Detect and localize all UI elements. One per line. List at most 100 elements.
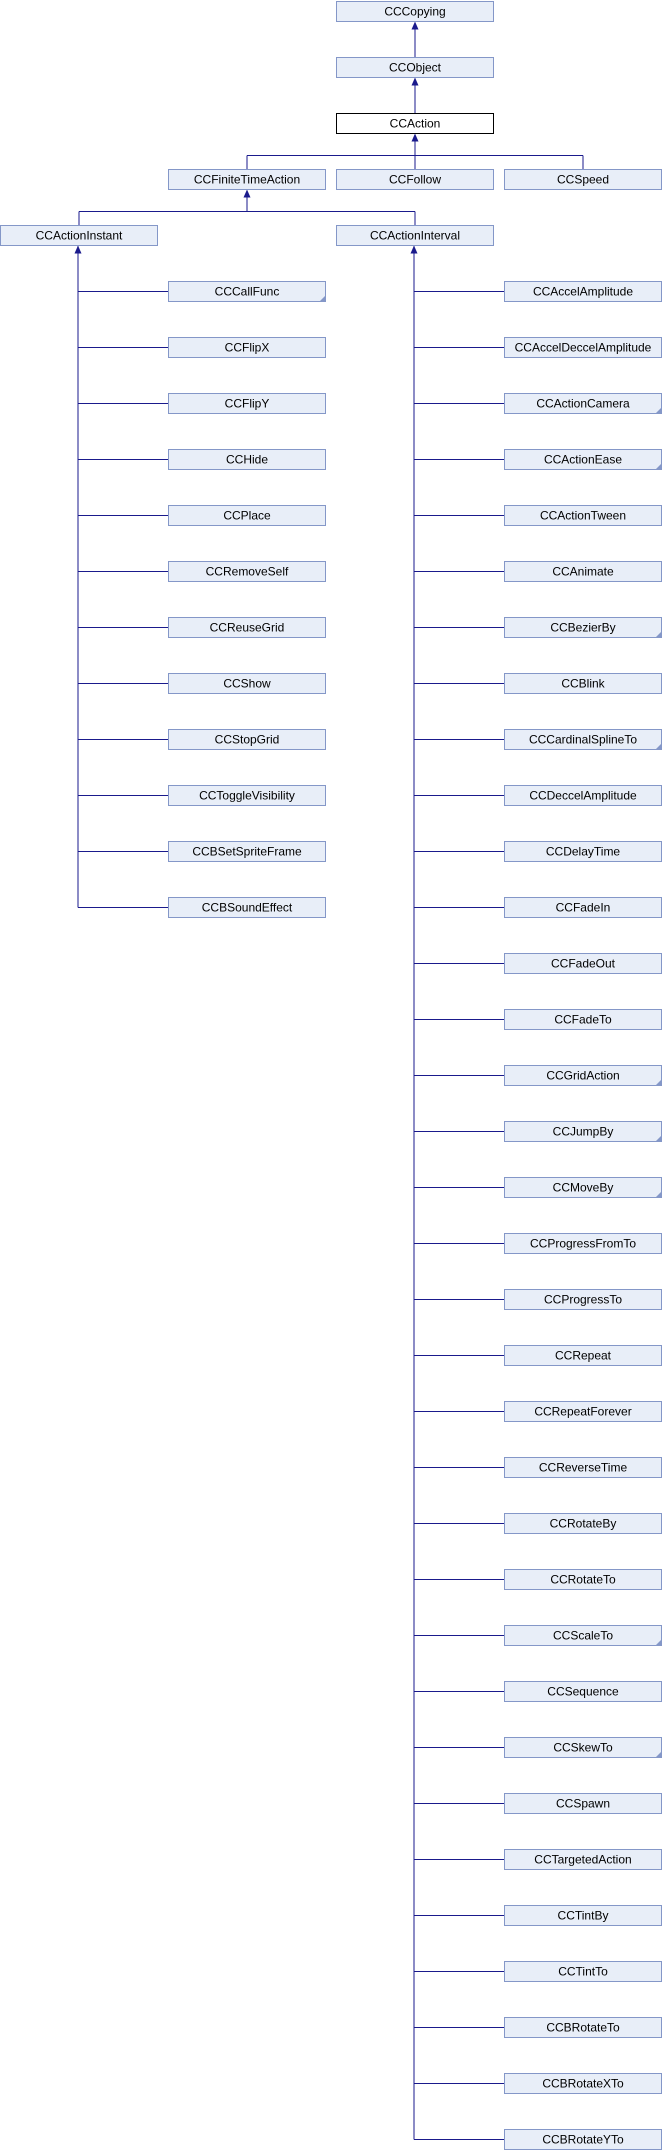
class-node-ccfinitetimeaction[interactable]: CCFiniteTimeAction	[168, 169, 326, 190]
class-node-ccaction: CCAction	[336, 113, 494, 134]
class-node-ccrotateby[interactable]: CCRotateBy	[504, 1513, 662, 1534]
class-node-ccsequence[interactable]: CCSequence	[504, 1681, 662, 1702]
class-box	[168, 337, 326, 358]
class-label: CCFadeIn	[556, 901, 611, 915]
class-node-ccgridaction[interactable]: CCGridAction	[504, 1065, 662, 1086]
class-node-ccreversetime[interactable]: CCReverseTime	[504, 1457, 662, 1478]
class-node-ccfadein[interactable]: CCFadeIn	[504, 897, 662, 918]
class-node-ccanimate[interactable]: CCAnimate	[504, 561, 662, 582]
class-node-cccopying[interactable]: CCCopying	[336, 1, 494, 22]
class-node-ccjumpby[interactable]: CCJumpBy	[504, 1121, 662, 1142]
class-label: CCBRotateTo	[546, 2021, 620, 2035]
class-box	[168, 449, 326, 470]
class-node-cctargetedaction[interactable]: CCTargetedAction	[504, 1849, 662, 1870]
class-label: CCRotateTo	[550, 1573, 616, 1587]
class-node-ccobject[interactable]: CCObject	[336, 57, 494, 78]
class-label: CCToggleVisibility	[199, 789, 295, 803]
class-node-ccremoveself[interactable]: CCRemoveSelf	[168, 561, 326, 582]
class-node-cccallfunc[interactable]: CCCallFunc	[168, 281, 326, 302]
class-label: CCStopGrid	[215, 733, 280, 747]
class-node-ccstopgrid[interactable]: CCStopGrid	[168, 729, 326, 750]
class-label: CCAnimate	[552, 565, 614, 579]
class-node-ccbsoundeffect[interactable]: CCBSoundEffect	[168, 897, 326, 918]
class-node-ccprogressfromto[interactable]: CCProgressFromTo	[504, 1233, 662, 1254]
class-label: CCSpawn	[556, 1797, 610, 1811]
more-subclasses-marker	[655, 1751, 662, 1758]
class-label: CCMoveBy	[553, 1181, 614, 1195]
more-subclasses-marker	[319, 295, 326, 302]
class-node-ccactioninterval[interactable]: CCActionInterval	[336, 225, 494, 246]
class-node-ccscaleto[interactable]: CCScaleTo	[504, 1625, 662, 1646]
ccobject-inherit-arrow	[411, 77, 419, 86]
class-label: CCSkewTo	[553, 1741, 613, 1755]
class-node-cctintby[interactable]: CCTintBy	[504, 1905, 662, 1926]
class-label: CCRemoveSelf	[206, 565, 289, 579]
class-node-ccactioncamera[interactable]: CCActionCamera	[504, 393, 662, 414]
class-node-ccreusegrid[interactable]: CCReuseGrid	[168, 617, 326, 638]
class-box	[168, 617, 326, 638]
class-node-ccbrotateto[interactable]: CCBRotateTo	[504, 2017, 662, 2038]
class-node-ccmoveby[interactable]: CCMoveBy	[504, 1177, 662, 1198]
class-label: CCActionInstant	[36, 229, 123, 243]
class-label: CCDeccelAmplitude	[529, 789, 637, 803]
class-node-ccdelaytime[interactable]: CCDelayTime	[504, 841, 662, 862]
more-subclasses-marker	[655, 1191, 662, 1198]
class-node-ccaccelamplitude[interactable]: CCAccelAmplitude	[504, 281, 662, 302]
class-node-ccspawn[interactable]: CCSpawn	[504, 1793, 662, 1814]
class-node-ccfollow[interactable]: CCFollow	[336, 169, 494, 190]
class-node-ccrepeatforever[interactable]: CCRepeatForever	[504, 1401, 662, 1422]
class-node-ccflipy[interactable]: CCFlipY	[168, 393, 326, 414]
class-node-cccardinalsplineto[interactable]: CCCardinalSplineTo	[504, 729, 662, 750]
more-subclasses-marker	[655, 743, 662, 750]
more-subclasses-marker	[655, 407, 662, 414]
class-label: CCBRotateYTo	[542, 2133, 624, 2147]
class-box	[336, 113, 494, 134]
class-box	[168, 169, 326, 190]
class-label: CCRepeatForever	[534, 1405, 631, 1419]
class-node-ccbezierby[interactable]: CCBezierBy	[504, 617, 662, 638]
class-node-ccrepeat[interactable]: CCRepeat	[504, 1345, 662, 1366]
class-label: CCActionTween	[540, 509, 626, 523]
class-node-ccskewto[interactable]: CCSkewTo	[504, 1737, 662, 1758]
class-label: CCSpeed	[557, 173, 609, 187]
class-label: CCShow	[223, 677, 271, 691]
class-label: CCFadeOut	[551, 957, 616, 971]
class-label: CCBlink	[561, 677, 605, 691]
class-node-ccactioninstant[interactable]: CCActionInstant	[0, 225, 158, 246]
class-node-ccprogressto[interactable]: CCProgressTo	[504, 1289, 662, 1310]
class-label: CCFlipY	[225, 397, 270, 411]
class-node-ccdeccelamplitude[interactable]: CCDeccelAmplitude	[504, 785, 662, 806]
class-node-ccplace[interactable]: CCPlace	[168, 505, 326, 526]
class-label: CCCopying	[384, 5, 445, 19]
class-node-ccspeed[interactable]: CCSpeed	[504, 169, 662, 190]
class-node-ccactiontween[interactable]: CCActionTween	[504, 505, 662, 526]
class-label: CCBSoundEffect	[202, 901, 293, 915]
class-node-ccbrotateyto[interactable]: CCBRotateYTo	[504, 2129, 662, 2150]
class-label: CCActionInterval	[370, 229, 460, 243]
class-node-cctintto[interactable]: CCTintTo	[504, 1961, 662, 1982]
class-label: CCRotateBy	[550, 1517, 617, 1531]
class-box	[168, 841, 326, 862]
class-label: CCTintBy	[558, 1909, 609, 1923]
more-subclasses-marker	[655, 1639, 662, 1646]
class-node-ccfadeto[interactable]: CCFadeTo	[504, 1009, 662, 1030]
class-node-ccblink[interactable]: CCBlink	[504, 673, 662, 694]
class-label: CCScaleTo	[553, 1629, 613, 1643]
class-box	[168, 785, 326, 806]
class-node-cctogglevisibility[interactable]: CCToggleVisibility	[168, 785, 326, 806]
class-node-ccbrotatexto[interactable]: CCBRotateXTo	[504, 2073, 662, 2094]
class-node-ccfadeout[interactable]: CCFadeOut	[504, 953, 662, 974]
class-label: CCReuseGrid	[210, 621, 285, 635]
class-node-ccactionease[interactable]: CCActionEase	[504, 449, 662, 470]
class-node-ccbsetspriteframe[interactable]: CCBSetSpriteFrame	[168, 841, 326, 862]
class-node-ccrotateto[interactable]: CCRotateTo	[504, 1569, 662, 1590]
class-label: CCAction	[390, 117, 441, 131]
class-node-ccflipx[interactable]: CCFlipX	[168, 337, 326, 358]
class-box	[336, 1, 494, 22]
class-node-cchide[interactable]: CCHide	[168, 449, 326, 470]
class-node-ccshow[interactable]: CCShow	[168, 673, 326, 694]
class-node-ccacceldeccelamplitude[interactable]: CCAccelDeccelAmplitude	[504, 337, 662, 358]
ccfinitetimeaction-inherit-arrow	[243, 189, 251, 198]
class-label: CCDelayTime	[546, 845, 621, 859]
